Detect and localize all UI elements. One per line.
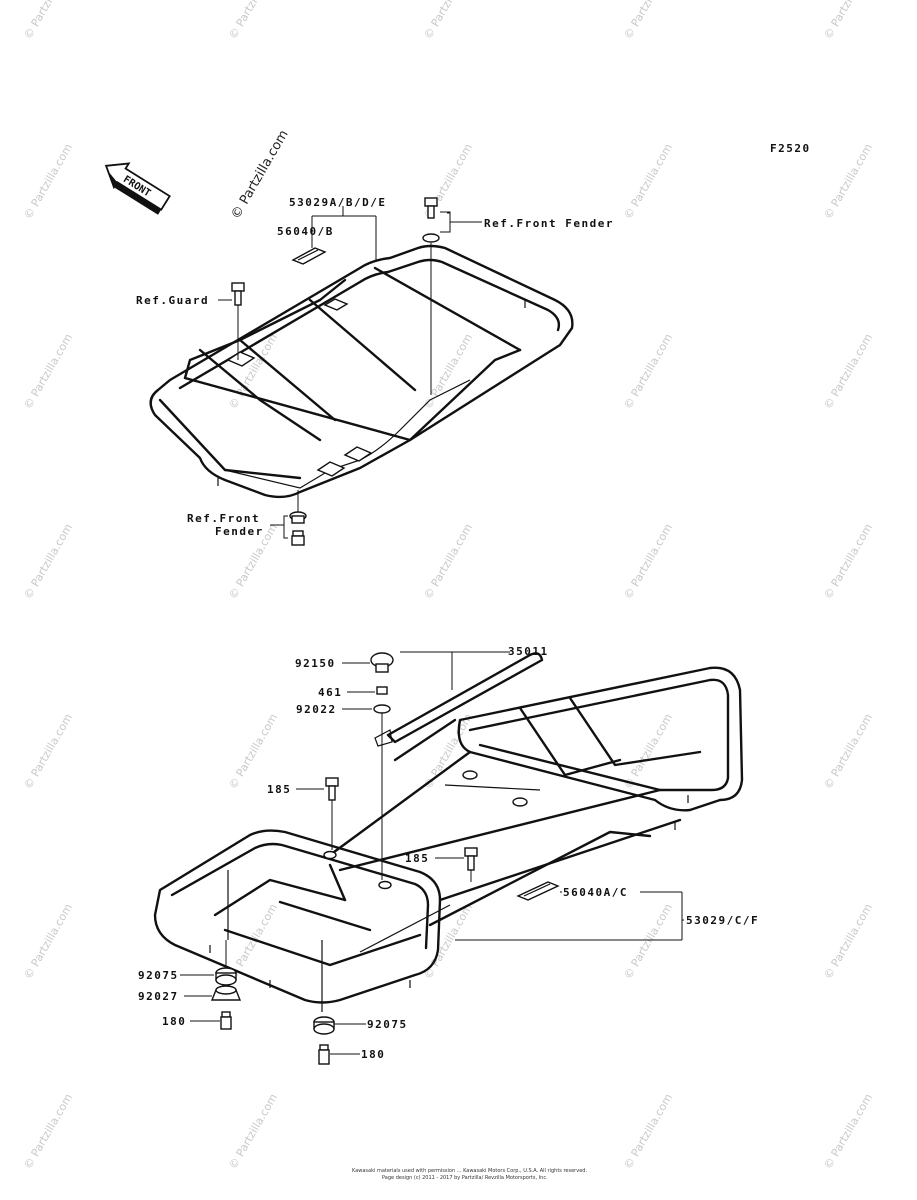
bolt-icon <box>318 1044 330 1065</box>
footer-copyright: Kawasaki materials used with permission … <box>352 1168 587 1174</box>
label-92075-left: 92075 <box>138 969 179 982</box>
svg-text:© Partzilla.com: © Partzilla.com <box>821 711 875 791</box>
bolt-icon <box>424 197 438 219</box>
rear-carrier-drawing <box>153 651 744 1065</box>
label-ref-front-l2: Fender <box>215 525 264 538</box>
svg-text:© Partzilla.com: © Partzilla.com <box>621 901 675 981</box>
mount-tab <box>343 446 373 462</box>
partzilla-watermark: © Partzilla.com <box>228 128 291 222</box>
label-92150: 92150 <box>295 657 336 670</box>
bushing-icon <box>313 1016 335 1035</box>
washer-icon <box>373 704 391 714</box>
label-ref-front-l1: Ref.Front <box>187 512 260 525</box>
strap-icon <box>386 652 544 744</box>
label-35011: 35011 <box>508 645 549 658</box>
label-180-center: 180 <box>361 1048 385 1061</box>
svg-text:© Partzilla.com: © Partzilla.com <box>621 521 675 601</box>
svg-text:© Partzilla.com: © Partzilla.com <box>621 0 675 42</box>
svg-text:© Partzilla.com: © Partzilla.com <box>421 0 475 42</box>
front-arrow-icon: FRONT <box>104 162 171 215</box>
decal-icon <box>516 881 560 901</box>
mount-tab <box>323 850 337 860</box>
svg-text:© Partzilla.com: © Partzilla.com <box>821 901 875 981</box>
svg-text:© Partzilla.com: © Partzilla.com <box>226 1091 280 1171</box>
bolt-icon <box>291 530 305 546</box>
svg-text:© Partzilla.com: © Partzilla.com <box>621 141 675 221</box>
mount-tab <box>316 461 346 477</box>
svg-text:© Partzilla.com: © Partzilla.com <box>821 1091 875 1171</box>
front-carrier-drawing <box>149 197 574 546</box>
label-56040b: 56040/B <box>277 225 334 238</box>
label-180-left: 180 <box>162 1015 186 1028</box>
bolt-icon <box>220 1011 232 1030</box>
footer-design: Page design (c) 2011 - 2017 by Partzilla… <box>382 1175 548 1181</box>
svg-text:© Partzilla.com: © Partzilla.com <box>21 521 75 601</box>
svg-text:© Partzilla.com: © Partzilla.com <box>421 901 475 981</box>
svg-text:© Partzilla.com: © Partzilla.com <box>21 141 75 221</box>
svg-text:© Partzilla.com: © Partzilla.com <box>226 0 280 42</box>
svg-text:© Partzilla.com: © Partzilla.com <box>21 711 75 791</box>
label-ref-front-fender: Ref.Front Fender <box>484 217 614 230</box>
svg-text:© Partzilla.com: © Partzilla.com <box>621 1091 675 1171</box>
mount-tab <box>323 298 349 311</box>
diagram-code: F2520 <box>770 142 811 155</box>
svg-text:© Partzilla.com: © Partzilla.com <box>821 521 875 601</box>
svg-text:© Partzilla.com: © Partzilla.com <box>226 711 280 791</box>
svg-text:© Partzilla.com: © Partzilla.com <box>821 0 875 42</box>
label-92027: 92027 <box>138 990 179 1003</box>
decal-icon <box>291 247 327 265</box>
svg-text:© Partzilla.com: © Partzilla.com <box>21 0 75 42</box>
svg-text:© Partzilla.com: © Partzilla.com <box>421 521 475 601</box>
mount-tab <box>462 770 478 780</box>
bolt-icon <box>325 777 339 801</box>
svg-text:© Partzilla.com: © Partzilla.com <box>21 1091 75 1171</box>
label-185-right: 185 <box>405 852 429 865</box>
svg-text:© Partzilla.com: © Partzilla.com <box>621 331 675 411</box>
mount-tab <box>512 797 528 807</box>
svg-text:© Partzilla.com: © Partzilla.com <box>621 711 675 791</box>
bushing-icon <box>215 967 237 986</box>
svg-text:© Partzilla.com: © Partzilla.com <box>821 331 875 411</box>
bolt-icon <box>464 847 478 871</box>
bolt-icon <box>231 282 245 306</box>
svg-text:© Partzilla.com: © Partzilla.com <box>21 331 75 411</box>
svg-text:© Partzilla.com: © Partzilla.com <box>421 331 475 411</box>
label-185-left: 185 <box>267 783 291 796</box>
label-461: 461 <box>318 686 342 699</box>
collar-icon <box>210 985 242 1001</box>
svg-text:© Partzilla.com: © Partzilla.com <box>821 141 875 221</box>
label-53029cf: 53029/C/F <box>686 914 759 927</box>
label-92075-center: 92075 <box>367 1018 408 1031</box>
nut-icon <box>376 686 388 695</box>
label-92022: 92022 <box>296 703 337 716</box>
label-56040ac: 56040A/C <box>563 886 628 899</box>
mount-tab <box>378 880 392 890</box>
svg-text:© Partzilla.com: © Partzilla.com <box>21 901 75 981</box>
label-53029a: 53029A/B/D/E <box>289 196 386 209</box>
washer-icon <box>422 233 440 243</box>
collar-icon <box>289 511 307 524</box>
mount-tab <box>226 351 256 367</box>
label-ref-guard: Ref.Guard <box>136 294 209 307</box>
knob-icon <box>370 652 394 673</box>
